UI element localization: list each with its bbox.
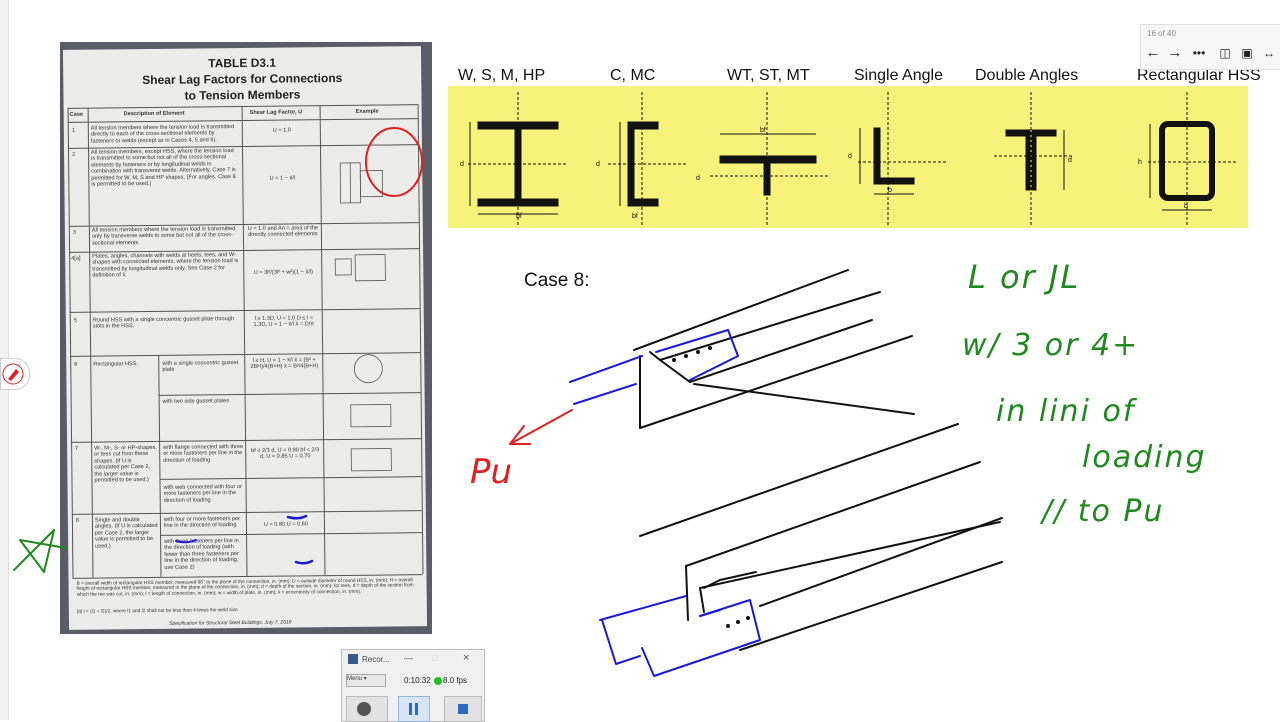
- close-icon[interactable]: ×: [463, 652, 469, 664]
- more-options-button[interactable]: •••: [1189, 43, 1209, 63]
- recorder-menu-select[interactable]: Menu ▾: [346, 674, 386, 687]
- prev-page-button[interactable]: ←: [1143, 43, 1163, 63]
- minimize-icon[interactable]: —: [404, 653, 413, 663]
- note-line-3: in lini of: [996, 394, 1135, 429]
- upper-angle-sketch: [634, 270, 914, 428]
- underline-060: [296, 561, 312, 563]
- note-line-4: loading: [1082, 440, 1207, 475]
- page-indicator: 16 of 40: [1147, 29, 1176, 38]
- stop-icon: [458, 704, 468, 714]
- pen-tool-button[interactable]: [0, 358, 30, 390]
- pause-icon-bar: [415, 703, 418, 715]
- underline-080: [288, 516, 306, 518]
- note-line-2: w/ 3 or 4+: [962, 328, 1139, 363]
- underline-three: [176, 540, 196, 542]
- note-line-5: // to Pu: [1042, 494, 1165, 529]
- pause-icon: [409, 703, 412, 715]
- recorder-app-icon: [348, 654, 358, 664]
- load-arrow: [510, 410, 572, 444]
- page-icon[interactable]: ◫: [1215, 43, 1235, 63]
- maximize-icon[interactable]: □: [432, 653, 437, 663]
- recorder-title: Recor...: [362, 655, 390, 664]
- pause-button[interactable]: [398, 696, 430, 722]
- upper-gusset-plate: [570, 330, 738, 404]
- green-star-annotation: [14, 530, 66, 572]
- note-line-1: L or JL: [968, 258, 1080, 296]
- stop-button[interactable]: [444, 696, 482, 722]
- lower-double-angle-sketch: [640, 424, 1002, 650]
- pu-label: Pu: [470, 452, 512, 492]
- fit-screen-icon[interactable]: ▣: [1237, 43, 1257, 63]
- screen-recorder: Recor... — □ × Menu ▾ 0:10:32 8.0 fps: [341, 649, 485, 722]
- pen-icon: [1, 359, 29, 389]
- page-navigation: 16 of 40 ← → ••• ◫ ▣ ↔: [1140, 24, 1280, 70]
- next-page-button[interactable]: →: [1165, 43, 1185, 63]
- recording-fps: 8.0 fps: [443, 676, 467, 685]
- recording-time: 0:10:32: [404, 676, 431, 685]
- red-circle-annotation: [366, 128, 422, 196]
- expand-icon[interactable]: ↔: [1259, 43, 1279, 63]
- record-icon: [357, 702, 371, 716]
- lower-gusset-plate: [600, 596, 760, 676]
- recorder-menu-label: Menu: [347, 676, 362, 682]
- recording-status-icon: [434, 677, 442, 685]
- record-button[interactable]: [346, 696, 388, 722]
